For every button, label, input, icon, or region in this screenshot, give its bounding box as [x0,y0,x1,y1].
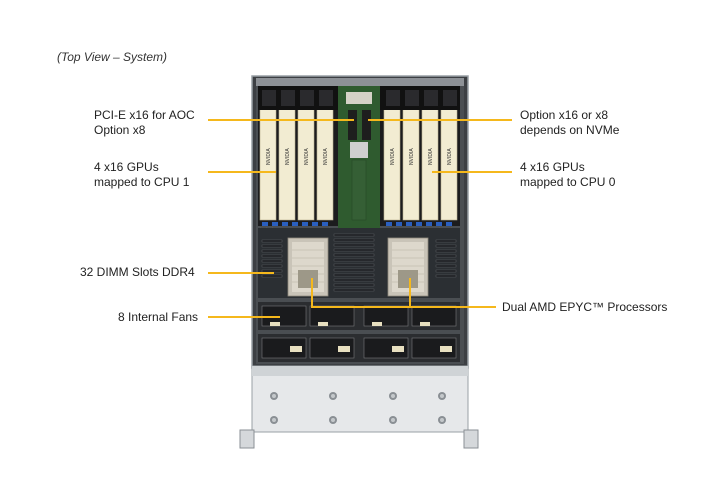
gpu-brand-text: NVIDIA [266,148,272,165]
gpu-group-left [258,86,338,226]
fan [363,305,409,327]
fan [411,305,457,327]
gpu-group-right [380,86,460,226]
chassis-foot-right [463,429,479,449]
fan-bay-row-2 [258,334,460,362]
fan [309,305,355,327]
label-dimm: 32 DIMM Slots DDR4 [80,265,195,279]
gpu-brand-text: NVIDIA [428,148,434,165]
gpu-brand-text: NVIDIA [447,148,453,165]
pcie-aoc-slot [348,110,357,140]
gpu-brand-text: NVIDIA [304,148,310,165]
leader-dimm [208,272,274,274]
view-caption: (Top View – System) [57,50,168,64]
pcie-option-slot [362,110,371,140]
fan [309,337,355,359]
cpu-heatsink-left [287,237,329,297]
gpu-brand-text: NVIDIA [323,148,329,165]
leader-pcie-aoc [208,119,354,121]
fan [363,337,409,359]
gpu-brand-text: NVIDIA [390,148,396,165]
gpu-brand-text: NVIDIA [285,148,291,165]
leader-processors-right-drop [409,278,411,308]
label-fans: 8 Internal Fans [118,310,199,324]
label-gpus-cpu0: 4 x16 GPUs mapped to CPU 0 [520,160,616,189]
leader-processors-left-drop [311,278,313,308]
front-drive-bay [251,365,469,433]
chassis-foot-left [239,429,255,449]
leader-option-nvme [368,119,512,121]
label-gpus-cpu1: 4 x16 GPUs mapped to CPU 1 [94,160,190,189]
label-pcie-aoc: PCI-E x16 for AOC Option x8 [94,108,195,137]
leader-gpus-cpu1 [208,171,276,173]
rear-strip [256,78,464,86]
label-option-nvme: Option x16 or x8 depends on NVMe [520,108,620,137]
leader-fans [208,316,280,318]
leader-processors [312,306,496,308]
leader-gpus-cpu0 [432,171,512,173]
fan [411,337,457,359]
fan [261,337,307,359]
cpu-heatsink-right [387,237,429,297]
gpu-brand-text: NVIDIA [409,148,415,165]
label-processors: Dual AMD EPYC™ Processors [502,300,668,314]
